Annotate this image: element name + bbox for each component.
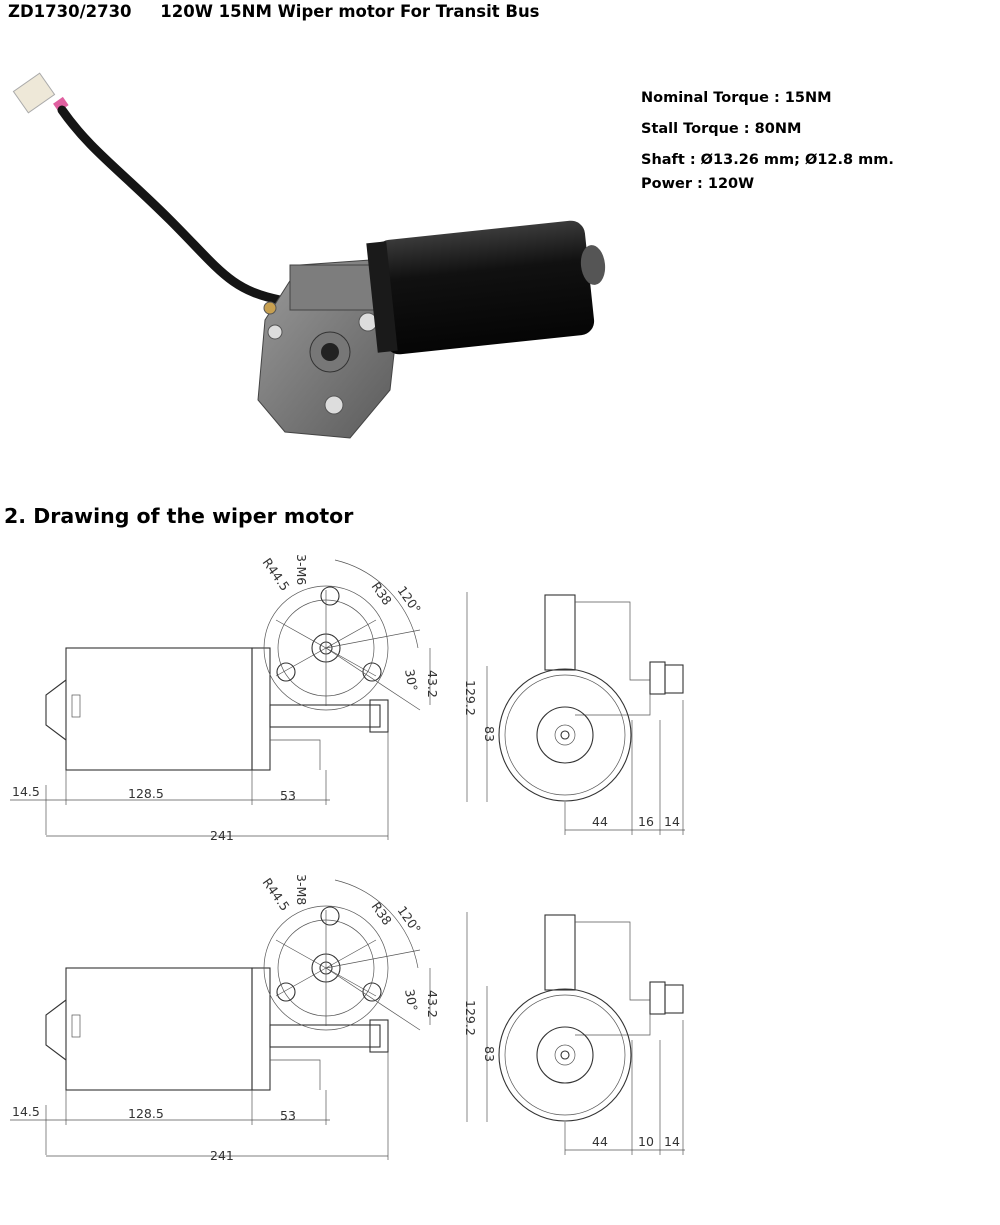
technical-drawing: 3-M6 R44.5 R38 120° 30° 43.2 14.5 128.5 …	[10, 554, 685, 1163]
radius-label: R44.5	[260, 875, 293, 914]
left-ext-label: 14.5	[12, 784, 40, 799]
diameter-label: 83	[482, 726, 497, 742]
gear-length-label: 53	[280, 788, 296, 803]
drawing-m8: 3-M8 R44.5 R38 120° 30° 43.2 14.5 128.5 …	[10, 874, 685, 1163]
gear-length-label: 53	[280, 1108, 296, 1123]
section-heading: 2. Drawing of the wiper motor	[4, 504, 354, 528]
height-label: 129.2	[463, 1000, 478, 1036]
bolt-label: 3-M6	[294, 554, 309, 585]
total-length-label: 241	[210, 1148, 234, 1163]
spec-nominal-torque: Nominal Torque : 15NM	[641, 90, 832, 106]
motor-body	[366, 220, 606, 355]
width14-label: 14	[664, 1134, 680, 1149]
gearbox	[257, 259, 401, 439]
angle30-label: 30°	[402, 668, 421, 692]
width-mid-label: 16	[638, 814, 654, 829]
drawing-m6: 3-M6 R44.5 R38 120° 30° 43.2 14.5 128.5 …	[10, 554, 685, 843]
spec-stall-torque: Stall Torque : 80NM	[641, 121, 802, 137]
diameter-label: 83	[482, 1046, 497, 1062]
height-label: 129.2	[463, 680, 478, 716]
spec-shaft: Shaft : Ø13.26 mm; Ø12.8 mm.	[641, 152, 894, 168]
angle-label: 120°	[395, 903, 425, 936]
motor-photo	[12, 72, 606, 439]
product-title: 120W 15NM Wiper motor For Transit Bus	[160, 2, 540, 21]
spec-power: Power : 120W	[641, 176, 755, 192]
angle-label: 120°	[395, 583, 425, 616]
angle30-label: 30°	[402, 988, 421, 1012]
d432-label: 43.2	[425, 990, 440, 1018]
left-ext-label: 14.5	[12, 1104, 40, 1119]
body-length-label: 128.5	[128, 1106, 164, 1121]
total-length-label: 241	[210, 828, 234, 843]
d432-label: 43.2	[425, 670, 440, 698]
body-length-label: 128.5	[128, 786, 164, 801]
connector-plug	[12, 72, 69, 114]
width-mid-label: 10	[638, 1134, 654, 1149]
r38-label: R38	[369, 579, 395, 608]
radius-label: R44.5	[260, 555, 293, 594]
width44-label: 44	[592, 1134, 608, 1149]
bolt-label: 3-M8	[294, 874, 309, 905]
width14-label: 14	[664, 814, 680, 829]
model-number: ZD1730/2730	[8, 2, 132, 21]
r38-label: R38	[369, 899, 395, 928]
width44-label: 44	[592, 814, 608, 829]
page-title: ZD1730/2730 120W 15NM Wiper motor For Tr…	[8, 2, 540, 21]
